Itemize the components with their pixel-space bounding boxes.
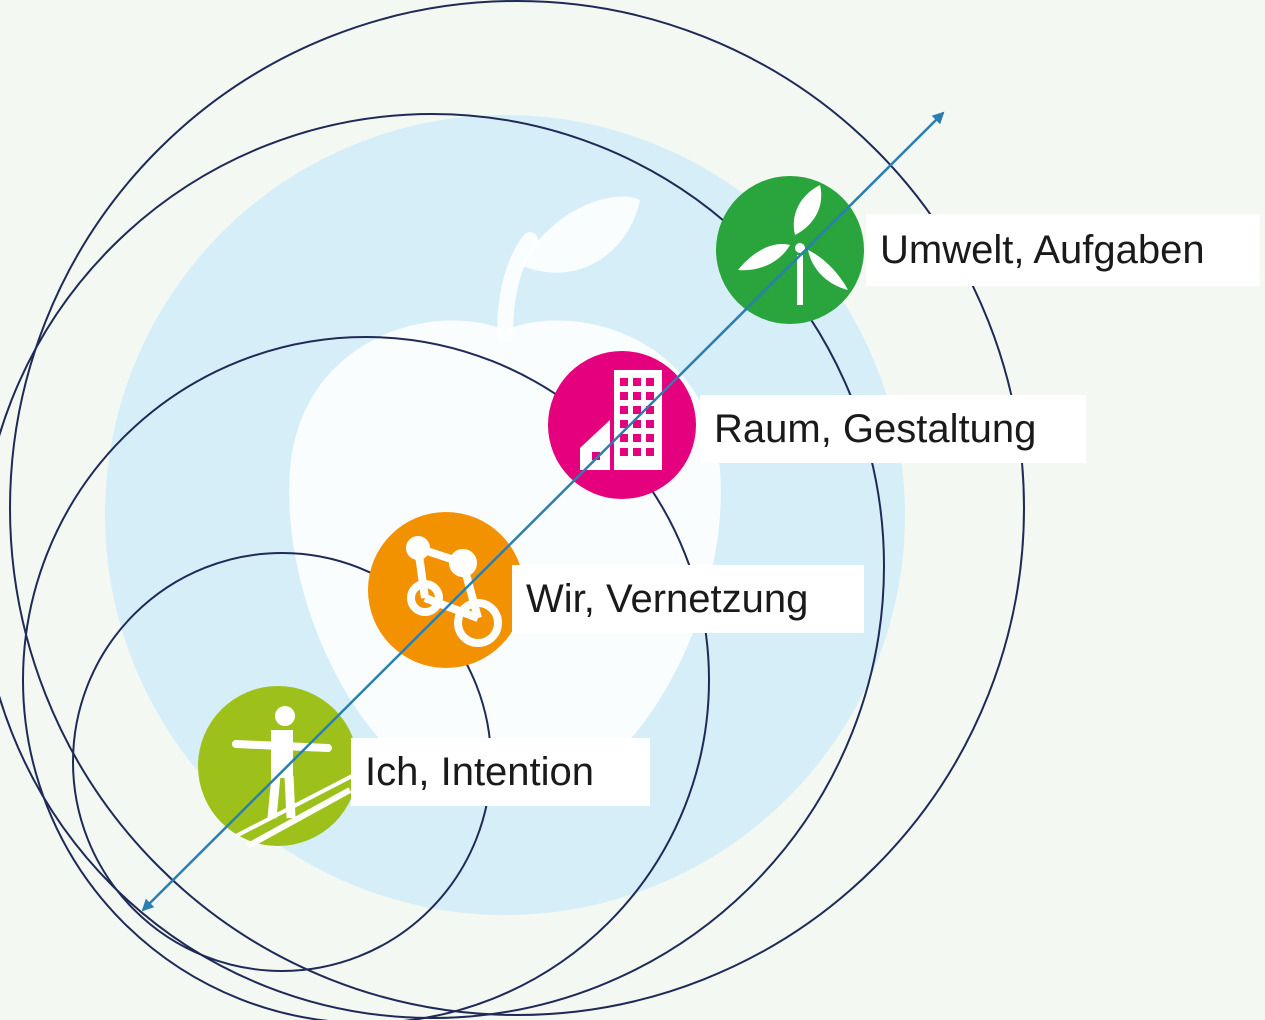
level-label-ich: Ich, Intention: [351, 738, 650, 806]
development-axis-arrow: [141, 111, 945, 912]
level-icon-umwelt: [716, 176, 864, 324]
level-label-wir: Wir, Vernetzung: [512, 565, 864, 633]
level-label-raum: Raum, Gestaltung: [700, 395, 1086, 463]
level-icon-raum: [548, 351, 696, 499]
ring-umwelt: [9, 0, 1025, 1016]
level-icon-ich: [198, 686, 358, 849]
level-label-umwelt: Umwelt, Aufgaben: [866, 214, 1260, 286]
level-icon-wir: [368, 512, 524, 668]
